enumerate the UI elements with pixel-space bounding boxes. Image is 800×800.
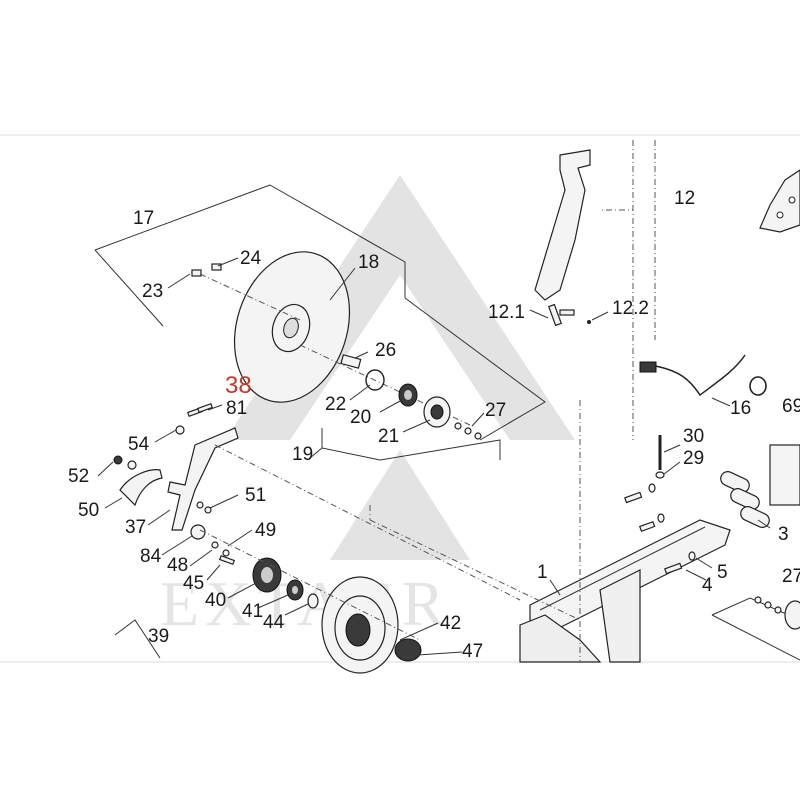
- label-81: 81: [226, 398, 247, 419]
- label-47: 47: [462, 641, 483, 662]
- label-23: 23: [142, 281, 163, 302]
- label-38-highlighted: 38: [225, 372, 252, 399]
- label-51: 51: [245, 485, 266, 506]
- label-50: 50: [78, 500, 99, 521]
- label-69: 69: [782, 396, 800, 417]
- label-48: 48: [167, 555, 188, 576]
- label-45: 45: [183, 573, 204, 594]
- label-4: 4: [702, 575, 713, 596]
- label-42: 42: [440, 613, 461, 634]
- label-22: 22: [325, 394, 346, 415]
- label-40: 40: [205, 590, 226, 611]
- disc-assembly-17: [94, 184, 546, 461]
- label-27: 27: [485, 400, 506, 421]
- label-24: 24: [240, 248, 262, 269]
- label-12-1: 12.1: [488, 302, 525, 323]
- label-17: 17: [133, 208, 154, 229]
- label-19: 19: [292, 444, 313, 465]
- main-frame-1: [519, 400, 800, 663]
- label-3: 3: [778, 524, 789, 545]
- label-84: 84: [140, 546, 162, 567]
- rollers-3: [720, 444, 800, 528]
- label-5: 5: [717, 562, 728, 583]
- label-41: 41: [242, 601, 263, 622]
- label-52: 52: [68, 466, 89, 487]
- label-16: 16: [730, 398, 751, 419]
- top-right-bracket: [759, 169, 800, 233]
- leader-lines: [167, 257, 485, 433]
- label-44: 44: [263, 612, 285, 633]
- label-37: 37: [125, 517, 146, 538]
- scraper-bracket-37: [97, 425, 581, 621]
- label-27-right: 27: [782, 566, 800, 587]
- right-lower-parts: [711, 596, 800, 661]
- sensor-cable-16: [639, 354, 767, 407]
- label-26: 26: [375, 340, 396, 361]
- label-54: 54: [128, 434, 150, 455]
- label-30: 30: [683, 426, 704, 447]
- label-49: 49: [255, 520, 276, 541]
- label-29: 29: [683, 448, 704, 469]
- label-12: 12: [674, 188, 695, 209]
- label-20: 20: [350, 407, 371, 428]
- label-39: 39: [148, 626, 169, 647]
- part-labels: 17 24 23 18 12 12.1 12.2 38 81 26 22 20 …: [68, 188, 800, 662]
- label-21: 21: [378, 426, 399, 447]
- gauge-wheel-assembly-39: [114, 524, 463, 674]
- label-18: 18: [358, 252, 379, 273]
- arm-assembly-12: [529, 140, 656, 440]
- label-12-2: 12.2: [612, 298, 649, 319]
- label-1: 1: [537, 562, 548, 583]
